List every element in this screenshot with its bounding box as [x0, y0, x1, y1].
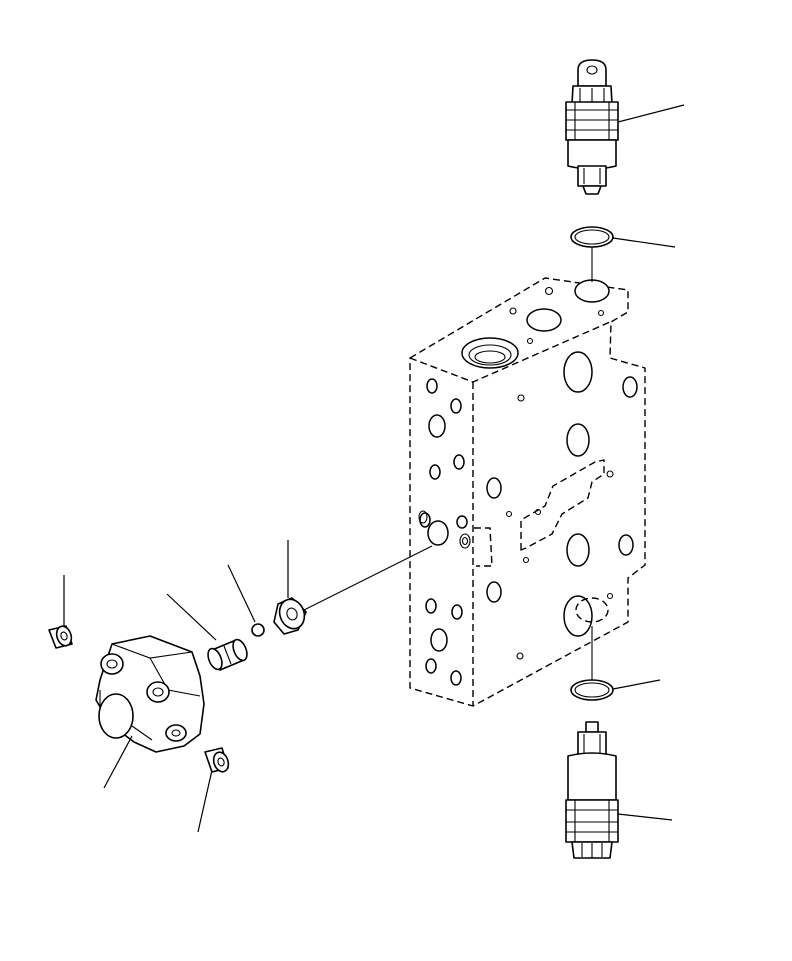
leader-line-o-ring-bottom	[612, 679, 661, 690]
spool-sleeve	[207, 638, 248, 671]
relief-valve-top	[565, 59, 619, 195]
seat-collar	[273, 597, 307, 635]
leader-line-o-ring-top	[612, 237, 676, 248]
leader-line-plug-lower	[197, 769, 213, 833]
leader-line-ball	[227, 564, 256, 623]
relief-valve-bottom	[565, 721, 619, 859]
leader-line-relief-valve-bottom	[617, 813, 673, 821]
plug-upper	[48, 625, 73, 649]
o-ring-bottom	[570, 679, 614, 701]
ball	[251, 623, 265, 637]
plug-lower	[204, 747, 230, 773]
leader-line-spool-sleeve	[166, 593, 217, 641]
o-ring-top	[570, 226, 614, 248]
leader-line-cover-block	[103, 735, 133, 789]
valve-body	[409, 277, 646, 707]
leader-line-relief-valve-top	[617, 104, 685, 123]
assembly-axis-line	[299, 545, 433, 613]
cover-block	[95, 635, 205, 753]
